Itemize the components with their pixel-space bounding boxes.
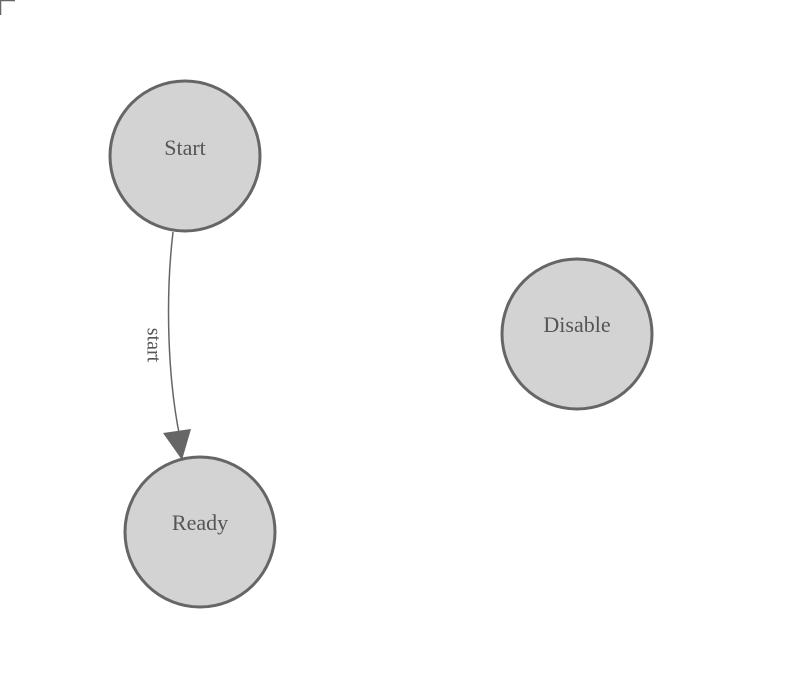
corner-marker — [0, 0, 15, 15]
node-start-circle[interactable] — [108, 79, 262, 233]
arrowhead-icon — [163, 429, 191, 460]
node-ready-label: Ready — [172, 510, 228, 535]
node-start-label: Start — [164, 135, 206, 160]
edge-label: start — [142, 328, 164, 363]
node-ready-circle[interactable] — [123, 455, 277, 609]
node-disable-label: Disable — [543, 312, 610, 337]
edge-start-to-ready[interactable]: start — [142, 231, 191, 460]
node-start[interactable]: Start — [108, 79, 262, 233]
node-disable[interactable]: Disable — [500, 257, 654, 411]
edge-line — [167, 231, 181, 439]
node-ready[interactable]: Ready — [123, 455, 277, 609]
node-disable-circle[interactable] — [500, 257, 654, 411]
